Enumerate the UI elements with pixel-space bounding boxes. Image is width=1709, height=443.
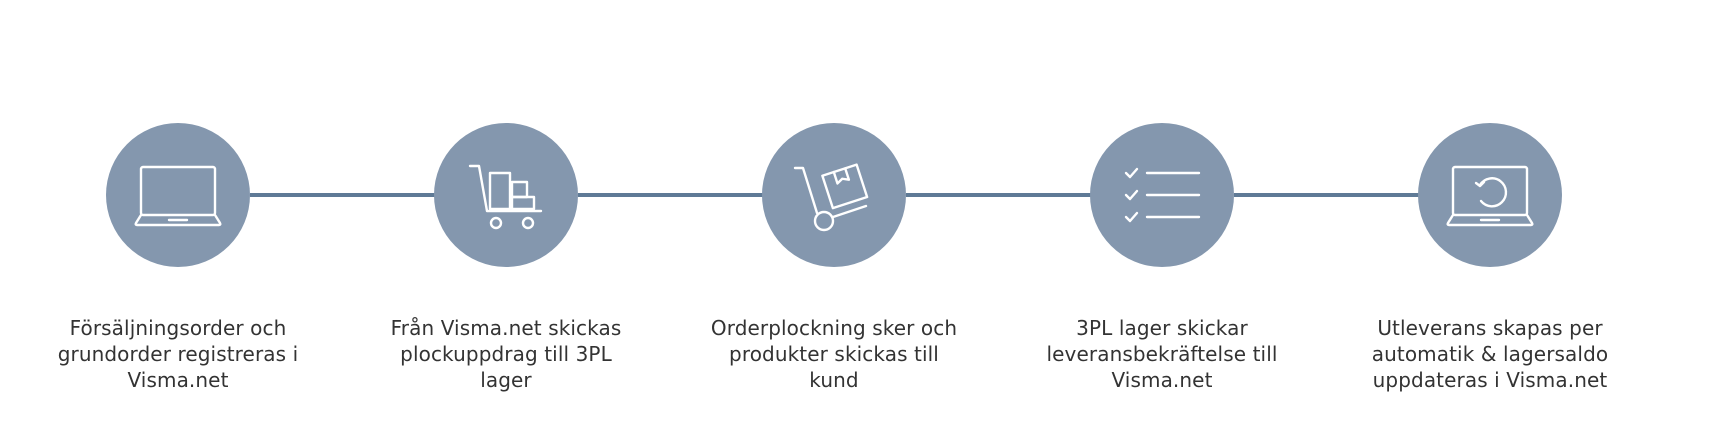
step-label: Orderplockning sker och produkter skicka… (710, 316, 958, 392)
process-step: Från Visma.net skickas plockuppdrag till… (356, 0, 656, 443)
step-label: Utleverans skapas per automatik & lagers… (1371, 316, 1609, 392)
step-caption: Försäljningsorder och grundorder registr… (28, 314, 328, 394)
connector-line (1234, 193, 1422, 197)
step-label: Från Visma.net skickas plockuppdrag till… (390, 316, 622, 392)
process-step: Orderplockning sker och produkter skicka… (684, 0, 984, 443)
laptop-refresh-icon (1446, 165, 1534, 227)
step-caption: 3PL lager skickar leveransbekräftelse ti… (1012, 314, 1312, 394)
step-circle (106, 123, 250, 267)
process-step: 3PL lager skickar leveransbekräftelse ti… (1012, 0, 1312, 443)
hand-truck-icon (793, 163, 869, 232)
connector-line (906, 193, 1094, 197)
step-label: 3PL lager skickar leveransbekräftelse ti… (1046, 316, 1278, 392)
step-caption: Från Visma.net skickas plockuppdrag till… (356, 314, 656, 394)
step-caption: Utleverans skapas per automatik & lagers… (1340, 314, 1640, 394)
laptop-icon (134, 165, 222, 227)
step-circle (1418, 123, 1562, 267)
step-caption: Orderplockning sker och produkter skicka… (684, 314, 984, 394)
connector-line (578, 193, 766, 197)
step-circle (762, 123, 906, 267)
process-step: Utleverans skapas per automatik & lagers… (1340, 0, 1640, 443)
step-circle (434, 123, 578, 267)
process-step: Försäljningsorder och grundorder registr… (28, 0, 328, 443)
connector-line (250, 193, 438, 197)
step-circle (1090, 123, 1234, 267)
shopping-cart-icon (468, 164, 543, 230)
checklist-icon (1124, 167, 1201, 223)
step-label: Försäljningsorder och grundorder registr… (57, 316, 299, 392)
